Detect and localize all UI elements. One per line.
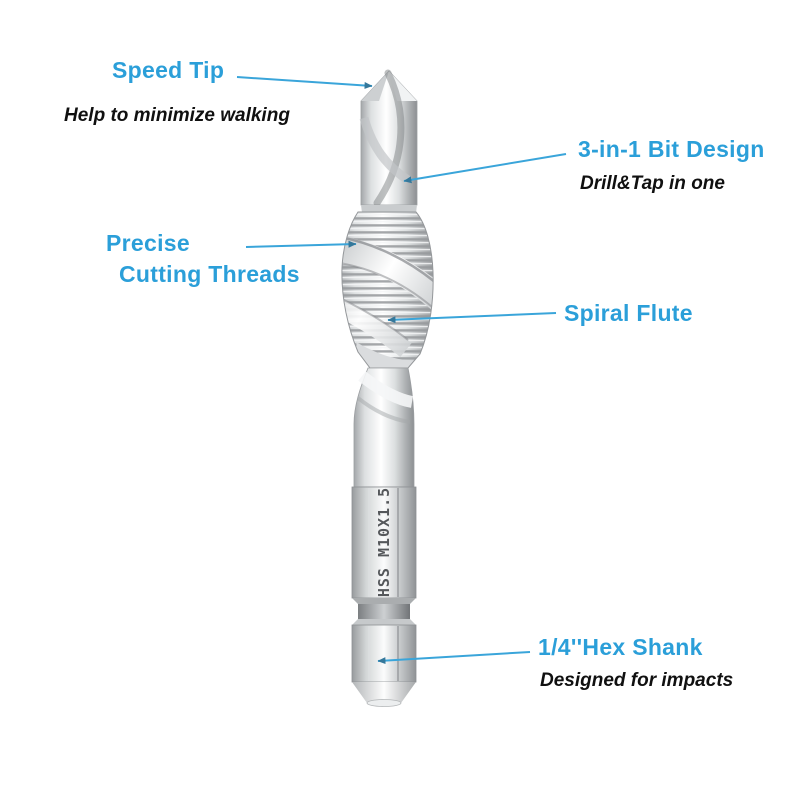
quick-change-groove — [352, 598, 416, 625]
callout-line-threads — [245, 240, 357, 248]
hex-shank-end — [351, 624, 417, 707]
callout-speed-tip-sub: Help to minimize walking — [64, 105, 290, 126]
callout-lines — [236, 76, 567, 665]
callout-bit-design-label: 3-in-1 Bit Design — [578, 136, 765, 162]
callout-speed-tip-label: Speed Tip — [112, 57, 225, 83]
callout-threads-label-line1: Precise — [106, 230, 190, 256]
hex-marking-section: HSS M10X1.5 — [351, 486, 417, 599]
bit-marking-text: HSS M10X1.5 — [375, 487, 393, 597]
callout-threads-label: Precise Cutting Threads — [106, 228, 300, 290]
callout-spiral-label: Spiral Flute — [564, 300, 693, 326]
callout-hex-shank-sub: Designed for impacts — [540, 670, 734, 691]
drill-tip — [359, 69, 418, 213]
callout-bit-design-sub: Drill&Tap in one — [580, 173, 725, 194]
callout-line-bit-design — [403, 153, 567, 184]
tap-threads-section — [341, 211, 434, 369]
drill-shank — [353, 367, 415, 488]
callout-line-spiral — [387, 312, 557, 324]
callout-line-speed-tip — [236, 76, 373, 89]
callout-hex-shank-label: 1/4''Hex Shank — [538, 634, 703, 660]
callout-threads-label-line2: Cutting Threads — [119, 261, 300, 287]
callout-line-hex — [377, 651, 531, 665]
spiral-flute-band — [341, 235, 434, 310]
